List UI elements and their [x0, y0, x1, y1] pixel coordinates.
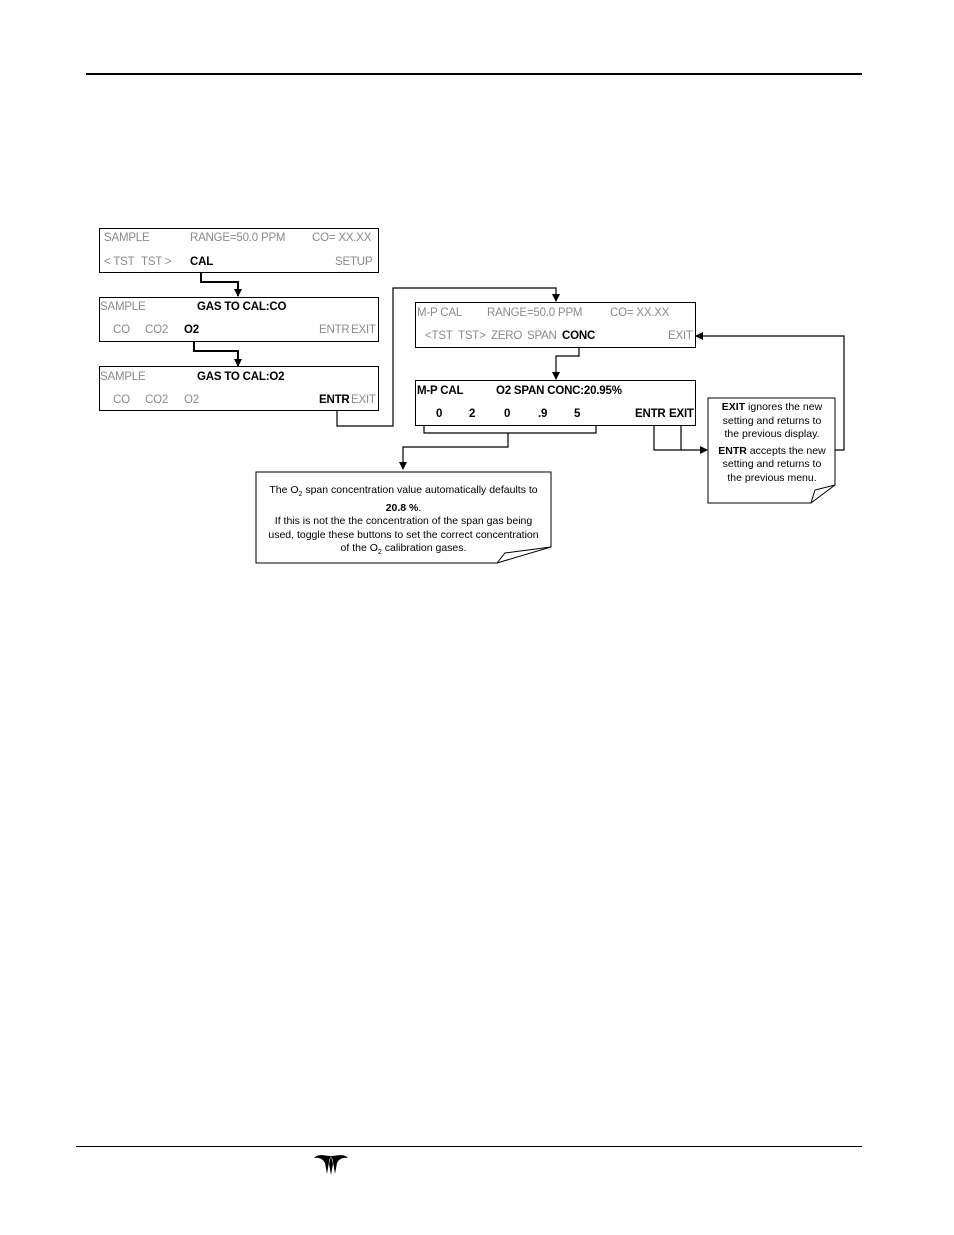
co-readout: CO= XX.XX [610, 307, 670, 319]
co-readout: CO= XX.XX [312, 232, 372, 244]
defaults-note-box [255, 471, 552, 564]
display-o2-span-conc [415, 380, 696, 426]
zero-key[interactable]: ZERO [491, 330, 523, 342]
status-label: SAMPLE [100, 301, 146, 313]
entr-exit-bracket [653, 422, 682, 451]
keys-note-box [707, 397, 836, 504]
arrow-entr-to-mp-cal [336, 287, 560, 427]
span-conc-title: O2 SPAN CONC:20.95% [496, 385, 622, 397]
co-key[interactable]: CO [113, 394, 130, 406]
digit-bracket [423, 422, 597, 434]
entr-key[interactable]: ENTR [635, 408, 666, 420]
gas-select-title: GAS TO CAL:CO [197, 301, 287, 313]
status-label: SAMPLE [104, 232, 150, 244]
co2-key[interactable]: CO2 [145, 324, 169, 336]
digit-key-4[interactable]: .9 [538, 408, 548, 420]
exit-key[interactable]: EXIT [351, 324, 376, 336]
footer-rule [76, 1146, 862, 1147]
digit-key-3[interactable]: 0 [504, 408, 511, 420]
tst-next-key[interactable]: TST> [458, 330, 486, 342]
tst-prev-key[interactable]: <TST [425, 330, 453, 342]
entr-key[interactable]: ENTR [319, 394, 350, 406]
co2-key[interactable]: CO2 [145, 394, 169, 406]
status-label: M-P CAL [417, 385, 464, 397]
range-readout: RANGE=50.0 PPM [487, 307, 583, 319]
arrow-o2-to-gas-o2 [193, 337, 242, 367]
exit-key[interactable]: EXIT [668, 330, 693, 342]
display-sample-main [99, 228, 379, 273]
display-mp-cal-main [415, 302, 696, 348]
span-key[interactable]: SPAN [527, 330, 557, 342]
status-label: SAMPLE [100, 371, 146, 383]
status-label: M-P CAL [417, 307, 463, 319]
conc-key[interactable]: CONC [562, 330, 596, 342]
entr-key[interactable]: ENTR [319, 324, 350, 336]
arrow-cal-to-gas-select [200, 268, 242, 297]
range-readout: RANGE=50.0 PPM [190, 232, 286, 244]
exit-key[interactable]: EXIT [351, 394, 376, 406]
display-gas-to-cal-co [99, 297, 379, 342]
display-gas-to-cal-o2 [99, 366, 379, 411]
arrow-digits-to-note [399, 433, 509, 470]
digit-key-2[interactable]: 2 [469, 408, 476, 420]
co-key[interactable]: CO [113, 324, 130, 336]
tst-prev-key[interactable]: < TST [104, 256, 135, 268]
digit-key-5[interactable]: 5 [574, 408, 581, 420]
setup-key[interactable]: SETUP [335, 256, 373, 268]
cal-key[interactable]: CAL [190, 256, 214, 268]
keys-note: EXIT ignores the new setting and returns… [718, 401, 826, 484]
o2-key[interactable]: O2 [184, 324, 199, 336]
arrow-conc-to-span-conc [552, 342, 580, 380]
header-rule [86, 73, 862, 75]
teledyne-logo-icon [314, 1155, 348, 1175]
exit-key[interactable]: EXIT [669, 408, 694, 420]
gas-select-title: GAS TO CAL:O2 [197, 371, 285, 383]
arrow-note-to-exit [695, 332, 845, 451]
digit-key-1[interactable]: 0 [436, 408, 443, 420]
tst-next-key[interactable]: TST > [141, 256, 172, 268]
defaults-note: The O2 span concentration value automati… [268, 484, 539, 557]
o2-key[interactable]: O2 [184, 394, 199, 406]
